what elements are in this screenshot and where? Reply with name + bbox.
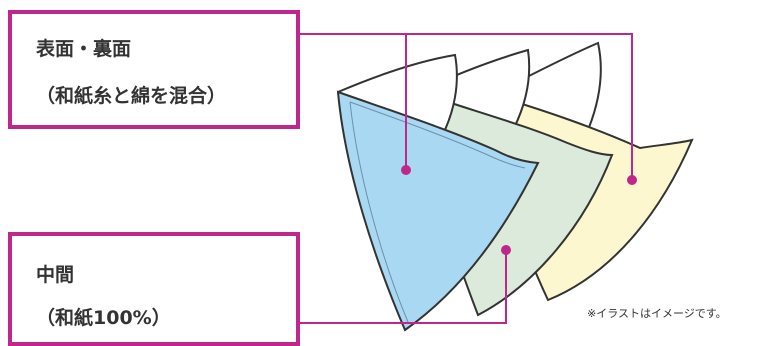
front-layer-dot	[401, 165, 411, 175]
middle-leader-line	[300, 250, 507, 324]
middle-fabric-material: （和紙100%）	[36, 307, 171, 329]
outer-leader-line	[300, 33, 633, 180]
leader-dots	[401, 165, 637, 255]
front-layer-panel	[336, 90, 540, 332]
outer-fabric-title: 表面・裏面	[36, 38, 132, 60]
middle-layer-dot	[501, 245, 511, 255]
front-layer	[336, 53, 540, 332]
outer-fabric-material: （和紙糸と綿を混合）	[36, 85, 227, 107]
front-layer-seam	[349, 101, 526, 169]
front-layer-edge-seam	[349, 101, 409, 323]
back-layer-dot	[627, 175, 637, 185]
illustration-note: ※イラストはイメージです。	[587, 307, 727, 320]
middle-fabric-label: 中間 （和紙100%）	[8, 232, 300, 346]
front-layer-strap	[337, 53, 458, 141]
middle-fabric-title: 中間	[36, 264, 75, 286]
leader-lines	[300, 33, 633, 324]
outer-fabric-label: 表面・裏面 （和紙糸と綿を混合）	[8, 10, 300, 129]
